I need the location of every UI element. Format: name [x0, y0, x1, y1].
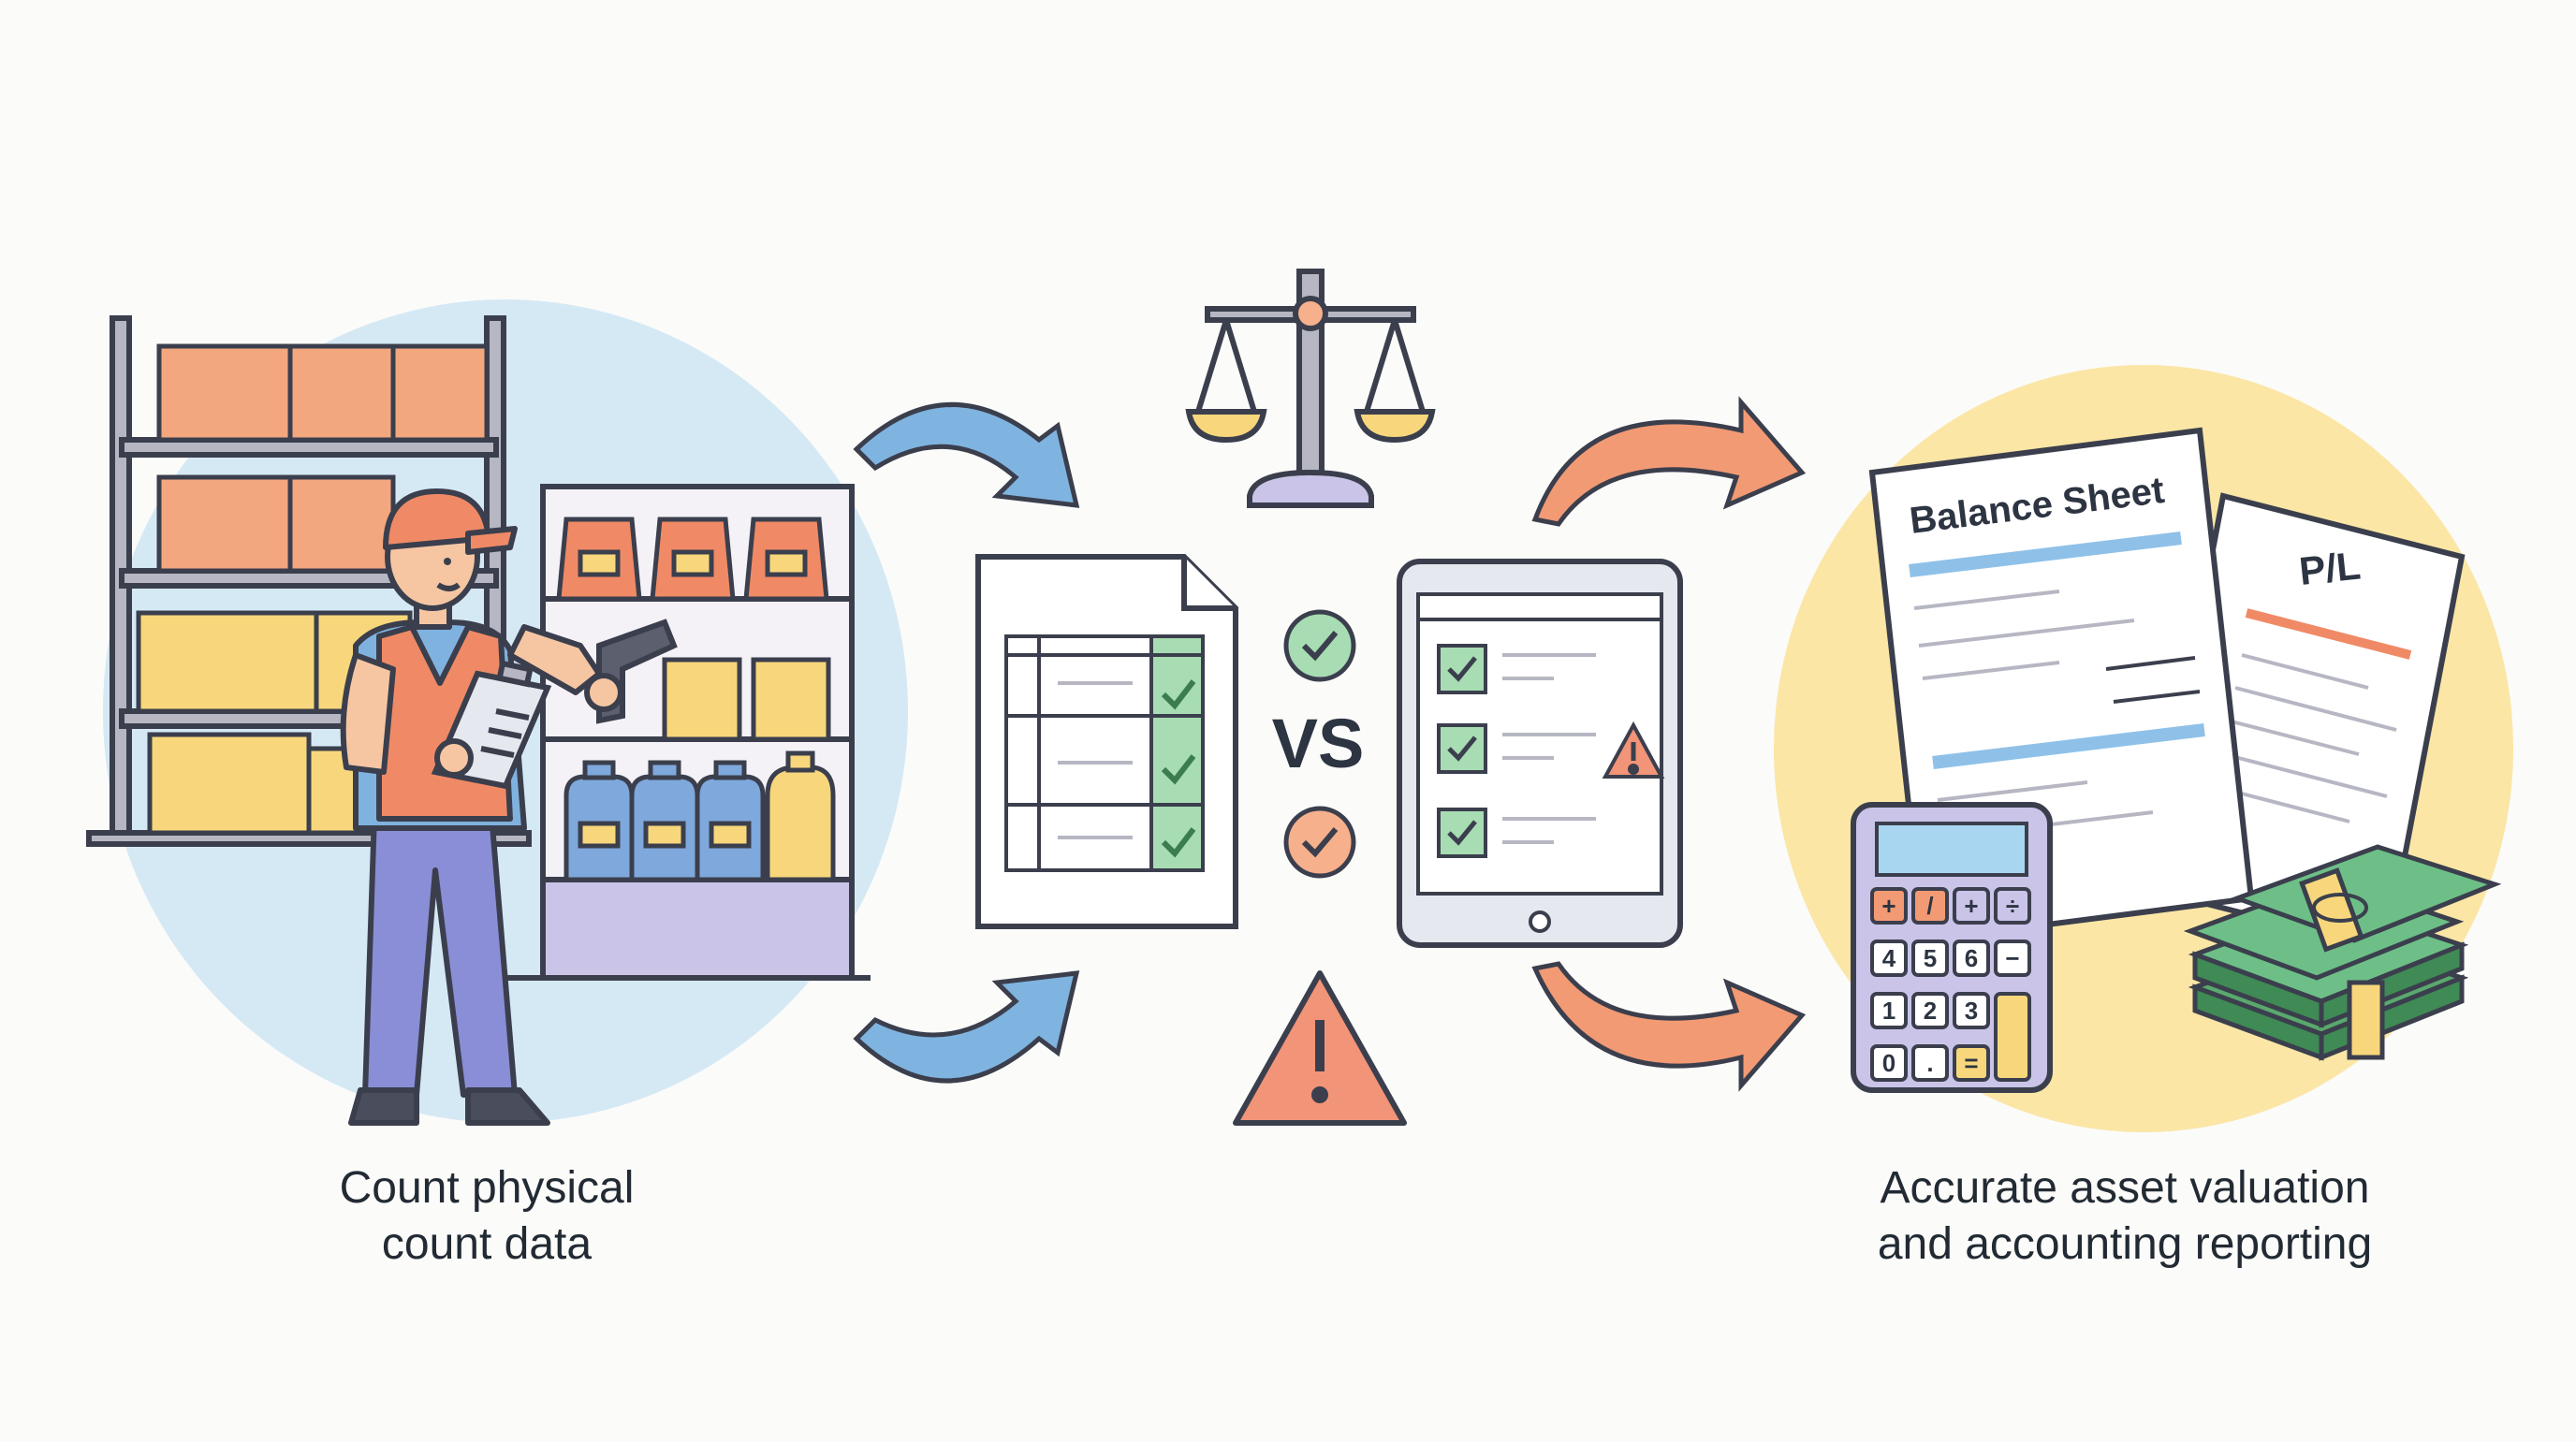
- calculator-key-label: ÷: [2006, 892, 2019, 920]
- calculator-key: [1994, 939, 2031, 977]
- calculator-key-label: 6: [1965, 944, 1978, 972]
- calculator-key: [1911, 887, 1949, 925]
- calculator-key: [1953, 887, 1990, 925]
- shelf-bags: [556, 517, 829, 602]
- calculator-key: [1911, 992, 1949, 1029]
- left-caption-line-2: count data: [381, 1219, 593, 1269]
- left-caption-line-1: Count physical: [339, 1163, 635, 1213]
- calculator-key-label: 5: [1924, 944, 1937, 972]
- blue-arrow-top: [853, 402, 1080, 508]
- count-spreadsheet-document: [975, 554, 1238, 929]
- calculator-key-label: −: [2005, 944, 2019, 972]
- shelf-boxes: [136, 343, 490, 836]
- check-circle-icon: [1283, 609, 1356, 682]
- shelf-bottles: [564, 750, 836, 882]
- blue-arrow-bottom: [853, 970, 1080, 1084]
- calculator-key-label: +: [1964, 892, 1978, 920]
- calculator-key: [1911, 1044, 1949, 1082]
- orange-arrow-bottom: [1531, 961, 1807, 1092]
- calculator-key-tall: [1994, 992, 2031, 1082]
- calculator-key: [1911, 939, 1949, 977]
- calculator-key-label: 0: [1882, 1049, 1895, 1077]
- right-caption-line-2: and accounting reporting: [1877, 1219, 2373, 1269]
- vs-label: VS: [1272, 705, 1365, 782]
- right-caption-line-1: Accurate asset valuation: [1880, 1163, 2370, 1213]
- calculator-key-label: +: [1881, 892, 1895, 920]
- clipboard-icon: [431, 660, 552, 790]
- calculator-key-label: 3: [1965, 997, 1978, 1025]
- calculator-key: [1994, 887, 2031, 925]
- check-circle-orange-icon: [1283, 806, 1356, 879]
- right-caption: Accurate asset valuation and accounting …: [1797, 1160, 2452, 1273]
- barcode-scanner-icon: [584, 619, 678, 724]
- left-caption: Count physical count data: [262, 1160, 711, 1273]
- orange-arrow-top: [1531, 396, 1807, 527]
- calculator-key: [1953, 1044, 1990, 1082]
- calculator-key-label: =: [1964, 1049, 1978, 1077]
- calculator-key: [1870, 887, 1908, 925]
- calculator-key-label: /: [1926, 892, 1933, 920]
- calculator-key: [1953, 992, 1990, 1029]
- shelf-small-boxes: [662, 657, 831, 742]
- calculator-key-label: 2: [1924, 997, 1937, 1025]
- calculator-key: [1870, 939, 1908, 977]
- calculator-key-label: 1: [1882, 997, 1895, 1025]
- calculator-key: [1953, 939, 1990, 977]
- warning-triangle-icon: [1233, 970, 1407, 1126]
- calculator-key: [1870, 992, 1908, 1029]
- calculator-key: [1870, 1044, 1908, 1082]
- tablet-system-records: [1397, 559, 1683, 948]
- cash-stack-icon: [2183, 844, 2502, 1061]
- scale-icon: [1185, 269, 1436, 508]
- pl-document-title: P/L: [2297, 543, 2363, 593]
- calculator-key-label: .: [1926, 1049, 1933, 1077]
- calculator-key-label: 4: [1882, 944, 1896, 972]
